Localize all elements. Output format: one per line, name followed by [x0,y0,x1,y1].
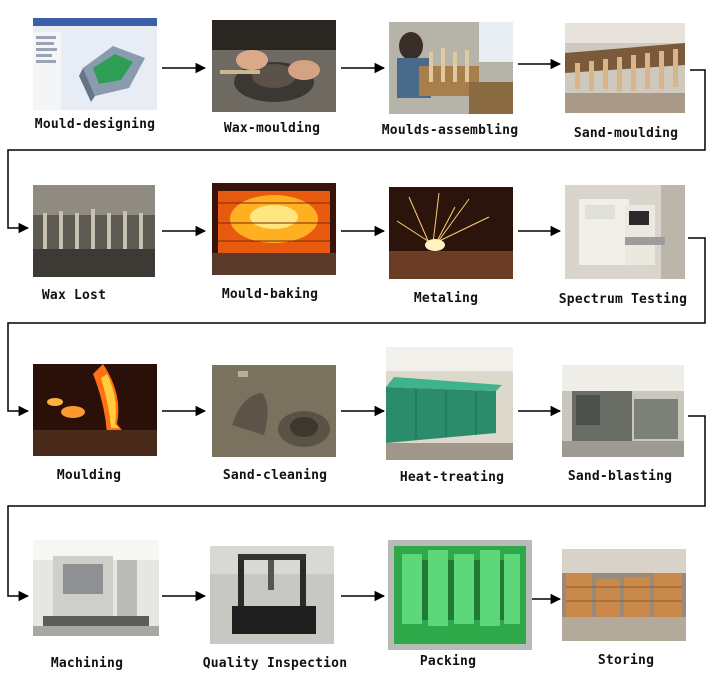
step-label-mould-baking: Mould-baking [221,287,319,302]
step-label-machining: Machining [50,656,124,671]
step-label-moulding: Moulding [56,468,122,483]
step-label-storing: Storing [597,653,655,668]
step-label-wax-moulding: Wax-moulding [223,121,321,136]
step-label-sand-blasting: Sand-blasting [567,469,673,484]
step-label-spectrum-testing: Spectrum Testing [558,292,688,307]
step-photo-storing [562,549,686,641]
step-photo-metaling [389,187,513,279]
step-label-moulds-assembling: Moulds-assembling [381,123,519,138]
step-photo-sand-moulding [565,23,685,113]
step-photo-moulds-assembling [389,22,513,114]
step-photo-wax-lost [33,185,155,277]
step-label-wax-lost: Wax Lost [41,288,107,303]
step-photo-mould-baking [212,183,336,275]
step-photo-mould-designing [33,18,157,110]
step-photo-packing [388,540,532,650]
step-label-packing: Packing [419,654,477,669]
step-photo-sand-blasting [562,365,684,457]
step-photo-quality-inspection [210,546,334,644]
step-label-mould-designing: Mould-designing [34,117,156,132]
step-label-sand-moulding: Sand-moulding [573,126,679,141]
step-photo-moulding [33,364,157,456]
step-photo-spectrum-testing [565,185,685,279]
step-label-quality-inspection: Quality Inspection [202,656,348,671]
step-photo-sand-cleaning [212,365,336,457]
step-photo-wax-moulding [212,20,336,112]
step-label-heat-treating: Heat-treating [399,470,505,485]
step-photo-heat-treating [386,347,513,460]
step-label-metaling: Metaling [413,291,479,306]
step-photo-machining [33,540,159,636]
step-label-sand-cleaning: Sand-cleaning [222,468,328,483]
